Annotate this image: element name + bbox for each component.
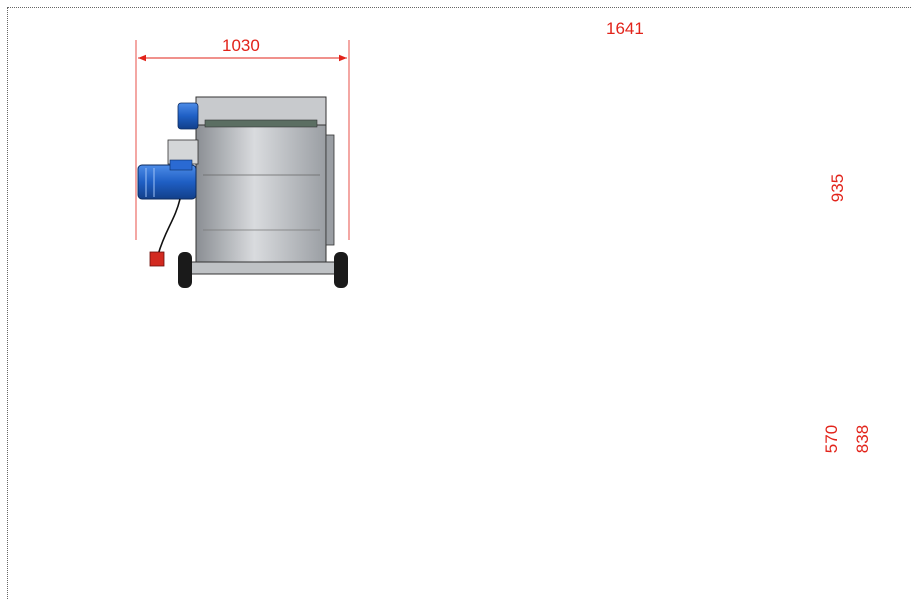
dim-label-side-height: 935 <box>828 173 848 203</box>
sheet-border <box>7 7 911 599</box>
dim-label-top-overall-width: 838 <box>853 424 873 454</box>
dim-label-front-width: 1030 <box>222 36 260 55</box>
dim-label-top-belt-width: 570 <box>822 424 842 454</box>
dim-label-side-length: 1641 <box>606 19 644 38</box>
front-top-motor <box>177 102 199 130</box>
front-main-motor <box>137 164 197 200</box>
front-view <box>135 40 350 288</box>
front-wheel-right <box>334 252 348 288</box>
front-wheel-left <box>178 252 192 288</box>
front-plug <box>149 251 165 267</box>
